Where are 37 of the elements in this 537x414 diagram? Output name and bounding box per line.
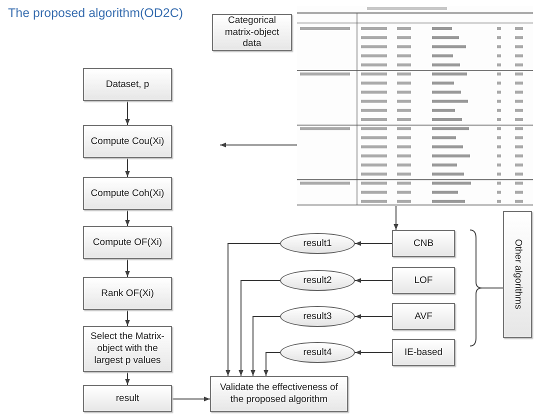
- arrow: [354, 350, 392, 355]
- process-box: Rank OF(Xi): [83, 277, 172, 310]
- diagram-title: The proposed algorithm(OD2C): [8, 6, 184, 20]
- result-ellipse: result3: [280, 306, 355, 327]
- arrow: [394, 206, 398, 230]
- arrow: [226, 243, 280, 376]
- arrow: [172, 396, 210, 402]
- arrow: [238, 280, 280, 376]
- arrow: [125, 210, 130, 226]
- process-box: result: [83, 385, 172, 412]
- process-box: Other algorithms: [503, 211, 532, 338]
- process-box: CNB: [392, 230, 455, 257]
- arrow: [125, 100, 130, 126]
- process-box: Categorical matrix-object data: [212, 14, 292, 51]
- result-ellipse: result1: [280, 233, 355, 254]
- arrow: [354, 314, 392, 319]
- picture: [296, 6, 534, 206]
- arrow: [220, 142, 298, 148]
- process-box: Validate the effectiveness of the proposed algorithm: [210, 376, 348, 412]
- arrow: [125, 372, 130, 386]
- process-box: Select the Matrix-object with the largest p values: [83, 326, 172, 372]
- result-ellipse: result2: [280, 270, 355, 291]
- arrow: [250, 316, 280, 376]
- process-box: Compute Coh(Xi): [83, 177, 172, 210]
- process-box: IE-based: [392, 339, 455, 366]
- arrow: [354, 241, 392, 246]
- result-ellipse: result4: [280, 342, 355, 363]
- arrow: [125, 258, 130, 278]
- arrow: [264, 352, 280, 376]
- process-box: AVF: [392, 303, 455, 330]
- process-box: Dataset, p: [83, 68, 172, 101]
- arrow: [354, 278, 392, 283]
- process-box: Compute OF(Xi): [83, 226, 172, 259]
- arrow: [125, 158, 130, 178]
- arrow: [125, 310, 130, 326]
- process-box: Compute Cou(Xi): [83, 125, 172, 158]
- process-box: LOF: [392, 267, 455, 294]
